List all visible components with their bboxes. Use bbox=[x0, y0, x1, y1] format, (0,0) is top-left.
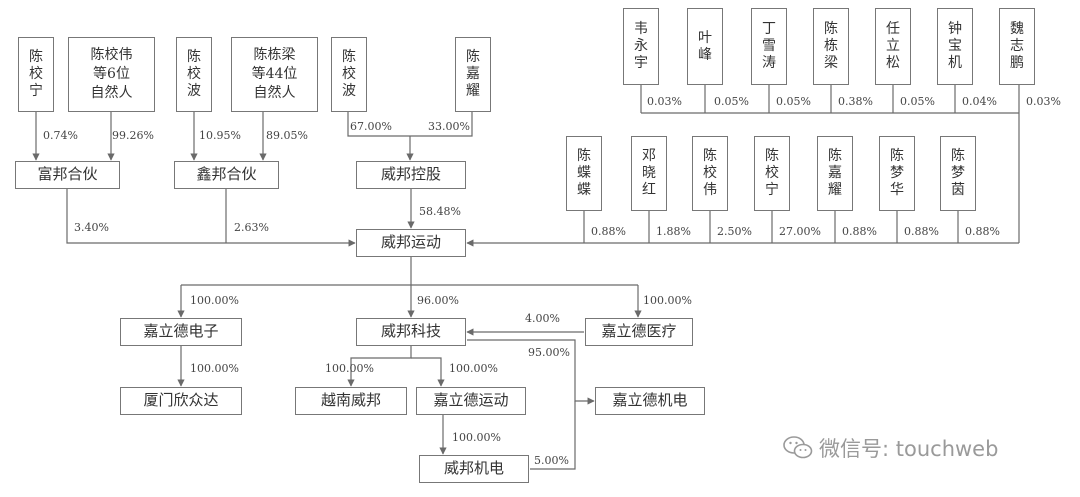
shareholder-chen-meng-yin: 陈 梦 茵 bbox=[940, 136, 976, 211]
shareholder-chen-dong-liang: 陈 栋 梁 bbox=[813, 8, 849, 85]
pct-label: 100.00% bbox=[452, 431, 501, 444]
connector-keji-jialide-yundong bbox=[411, 357, 445, 387]
pct-label: 95.00% bbox=[528, 346, 570, 359]
pct-label: 0.03% bbox=[1026, 95, 1061, 108]
shareholder-wei-zhi-gang: 魏 志 鹏 bbox=[999, 8, 1035, 85]
shareholder-wei-yong-yu: 韦 永 宇 bbox=[623, 8, 659, 85]
entity-weibang-sports: 威邦运动 bbox=[356, 229, 466, 257]
shareholder-ren-li-song: 任 立 松 bbox=[875, 8, 911, 85]
pct-label: 0.88% bbox=[842, 225, 877, 238]
shareholder-deng-xiao-hong: 邓 晓 红 bbox=[631, 136, 667, 211]
wechat-icon bbox=[783, 436, 813, 459]
connector-keji-jialide-jidian bbox=[467, 339, 595, 405]
pct-label: 0.05% bbox=[714, 95, 749, 108]
pct-label: 0.74% bbox=[43, 129, 78, 142]
entity-weibang-holdings: 威邦控股 bbox=[356, 161, 466, 189]
pct-label: 0.88% bbox=[965, 225, 1000, 238]
entity-vietnam-weibang: 越南威邦 bbox=[295, 387, 407, 415]
shareholder-zhong-bao-ji: 钟 宝 机 bbox=[937, 8, 973, 85]
pct-label: 0.05% bbox=[900, 95, 935, 108]
pct-label: 0.38% bbox=[838, 95, 873, 108]
pct-label: 33.00% bbox=[428, 120, 470, 133]
watermark: 微信号: touchweb bbox=[783, 433, 998, 463]
pct-label: 4.00% bbox=[525, 312, 560, 325]
shareholder-ye-feng: 叶 峰 bbox=[687, 8, 723, 85]
pct-label: 0.03% bbox=[647, 95, 682, 108]
shareholder-chen-xiao-wei-group: 陈校伟 等6位 自然人 bbox=[68, 37, 155, 112]
entity-xinbang-partnership: 鑫邦合伙 bbox=[174, 161, 279, 189]
pct-label: 0.05% bbox=[776, 95, 811, 108]
shareholder-chen-meng-hua: 陈 梦 华 bbox=[879, 136, 915, 211]
shareholder-chen-xiao-ning-2: 陈 校 宁 bbox=[754, 136, 790, 211]
pct-label: 100.00% bbox=[190, 294, 239, 307]
entity-jialide-medical: 嘉立德医疗 bbox=[585, 318, 693, 346]
shareholder-chen-xiao-ning: 陈 校 宁 bbox=[18, 37, 54, 112]
connector-fubang-yundong bbox=[66, 189, 356, 247]
pct-label: 10.95% bbox=[199, 129, 241, 142]
entity-fubang-partnership: 富邦合伙 bbox=[15, 161, 120, 189]
entity-xiamen-xinzhongda: 厦门欣众达 bbox=[120, 387, 242, 415]
pct-label: 100.00% bbox=[325, 362, 374, 375]
shareholder-chen-xiao-bo-2: 陈 校 波 bbox=[331, 37, 367, 112]
pct-label: 99.26% bbox=[112, 129, 154, 142]
pct-label: 100.00% bbox=[643, 294, 692, 307]
entity-weibang-technology: 威邦科技 bbox=[356, 318, 466, 346]
entity-weibang-electromechanical: 威邦机电 bbox=[419, 455, 529, 483]
pct-label: 2.50% bbox=[717, 225, 752, 238]
pct-label: 0.88% bbox=[591, 225, 626, 238]
pct-label: 0.88% bbox=[904, 225, 939, 238]
shareholder-chen-jia-yao: 陈 嘉 耀 bbox=[455, 37, 491, 112]
pct-label: 58.48% bbox=[419, 205, 461, 218]
connector-weibang-jidian-jialide-jidian bbox=[530, 401, 576, 470]
entity-jialide-electromechanical: 嘉立德机电 bbox=[595, 387, 705, 415]
shareholder-chen-jia-yao-2: 陈 嘉 耀 bbox=[817, 136, 853, 211]
pct-label: 5.00% bbox=[534, 454, 569, 467]
pct-label: 27.00% bbox=[779, 225, 821, 238]
pct-label: 67.00% bbox=[350, 120, 392, 133]
shareholder-chen-dong-liang-group: 陈栋梁 等44位 自然人 bbox=[231, 37, 318, 112]
pct-label: 1.88% bbox=[656, 225, 691, 238]
pct-label: 100.00% bbox=[190, 362, 239, 375]
watermark-text: 微信号: touchweb bbox=[819, 437, 999, 461]
connector-keji-yuenan bbox=[347, 346, 412, 387]
shareholder-chen-xiao-wei: 陈 校 伟 bbox=[692, 136, 728, 211]
entity-jialide-sports: 嘉立德运动 bbox=[416, 387, 526, 415]
pct-label: 2.63% bbox=[234, 221, 269, 234]
shareholder-chen-xiao-bo: 陈 校 波 bbox=[176, 37, 212, 112]
pct-label: 96.00% bbox=[417, 294, 459, 307]
pct-label: 100.00% bbox=[449, 362, 498, 375]
shareholder-ding-xue-tao: 丁 雪 涛 bbox=[751, 8, 787, 85]
pct-label: 89.05% bbox=[266, 129, 308, 142]
entity-jialide-electronics: 嘉立德电子 bbox=[120, 318, 242, 346]
shareholder-chen-die-die: 陈 蝶 蝶 bbox=[566, 136, 602, 211]
pct-label: 0.04% bbox=[962, 95, 997, 108]
pct-label: 3.40% bbox=[74, 221, 109, 234]
